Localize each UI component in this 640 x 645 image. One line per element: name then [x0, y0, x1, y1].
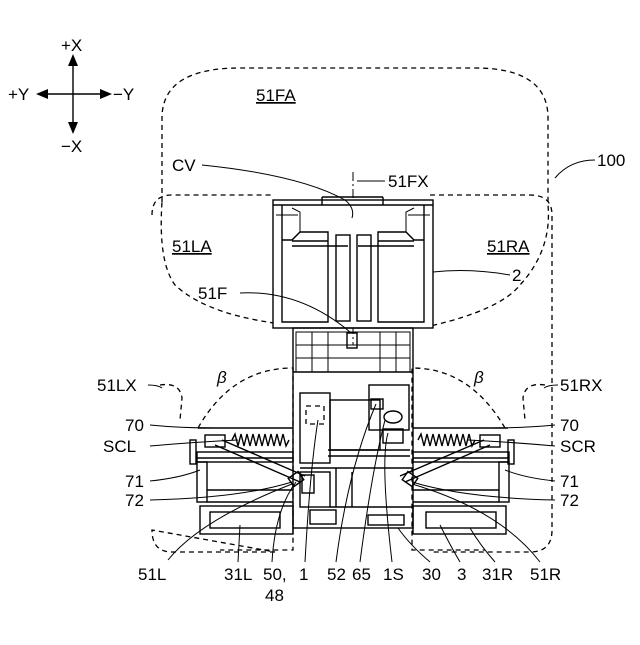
- label-51l: 51L: [138, 565, 166, 584]
- label-31r: 31R: [482, 565, 513, 584]
- right-side-module: [400, 428, 514, 534]
- plus-y-label: +Y: [8, 85, 29, 104]
- label-65: 65: [352, 565, 371, 584]
- label-72-left: 72: [125, 491, 144, 510]
- right-spring: [418, 434, 475, 446]
- label-scr: SCR: [560, 437, 596, 456]
- minus-x-label: −X: [61, 137, 82, 156]
- label-51fa: 51FA: [256, 86, 296, 105]
- label-71-right: 71: [560, 472, 579, 491]
- label-100: 100: [597, 151, 625, 170]
- right-area-bump: [523, 385, 545, 420]
- label-70-left: 70: [125, 416, 144, 435]
- label-70-right: 70: [560, 416, 579, 435]
- label-31l: 31L: [224, 565, 252, 584]
- label-3: 3: [457, 565, 466, 584]
- label-71-left: 71: [125, 472, 144, 491]
- label-beta-right: β: [473, 368, 484, 387]
- container-2: [273, 197, 433, 328]
- direction-indicator: +X −X +Y −Y: [8, 36, 134, 156]
- sensor-51f: [347, 333, 357, 348]
- label-51la: 51LA: [172, 237, 212, 256]
- label-cv: CV: [172, 156, 196, 175]
- label-48: 48: [265, 586, 284, 605]
- label-51f: 51F: [198, 284, 227, 303]
- label-51fx: 51FX: [388, 172, 429, 191]
- label-1: 1: [299, 565, 308, 584]
- left-spring: [232, 434, 289, 446]
- left-area-bump: [160, 385, 182, 420]
- chassis-center: [293, 328, 413, 528]
- label-51lx: 51LX: [97, 376, 137, 395]
- label-51ra: 51RA: [487, 237, 530, 256]
- label-72-right: 72: [560, 491, 579, 510]
- label-52: 52: [327, 565, 346, 584]
- label-51rx: 51RX: [560, 376, 603, 395]
- label-2: 2: [512, 266, 521, 285]
- label-beta-left: β: [216, 368, 227, 387]
- label-51r: 51R: [530, 565, 561, 584]
- plus-x-label: +X: [61, 36, 82, 55]
- label-50: 50,: [263, 565, 287, 584]
- label-scl: SCL: [103, 437, 136, 456]
- label-1s: 1S: [383, 565, 404, 584]
- label-30: 30: [422, 565, 441, 584]
- left-side-module: [190, 428, 305, 534]
- minus-y-label: −Y: [113, 85, 134, 104]
